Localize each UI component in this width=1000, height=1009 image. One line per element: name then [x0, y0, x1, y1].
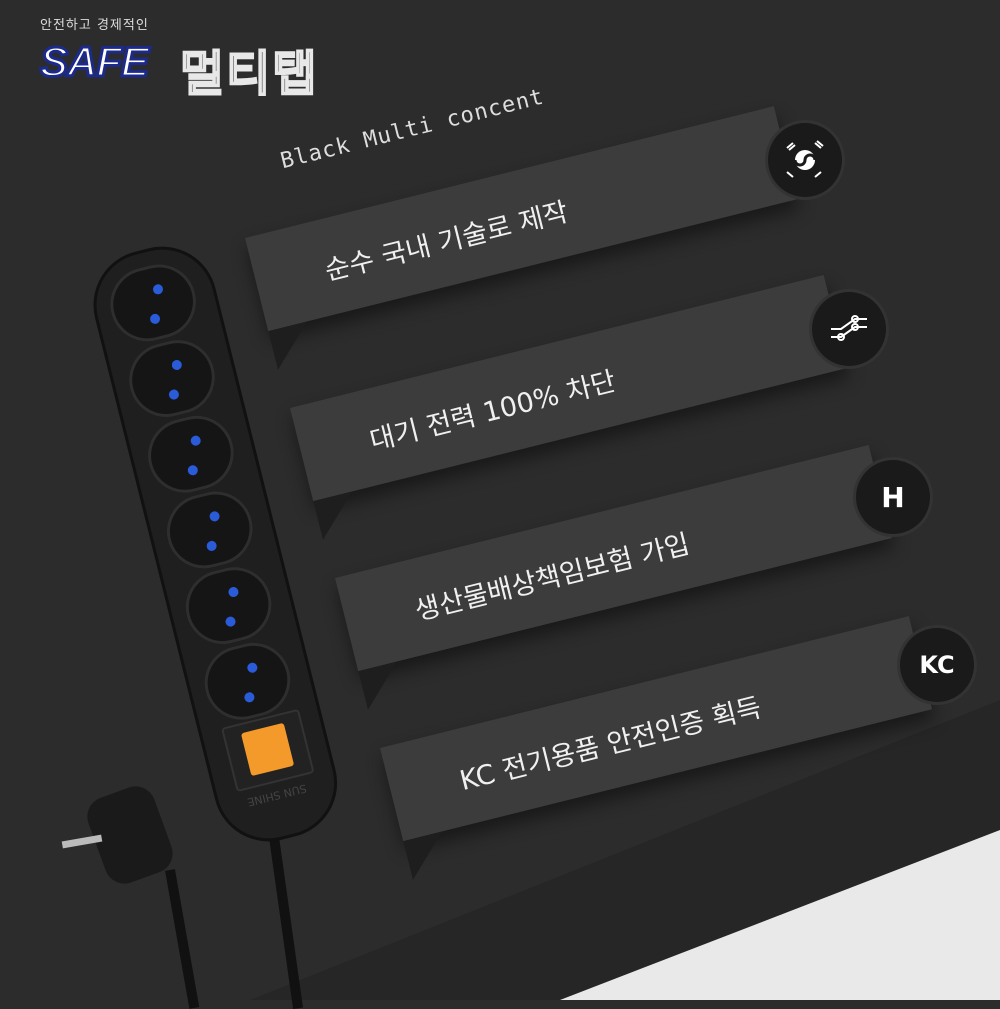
socket: [159, 483, 261, 577]
power-strip: SUN SHINE: [81, 235, 349, 853]
power-switch[interactable]: [221, 708, 315, 793]
socket: [140, 407, 242, 501]
feature-ribbon-3: 생산물배상책임보험 가입: [335, 444, 892, 671]
h-insurance-icon: H: [856, 460, 930, 534]
feature-ribbon-2: 대기 전력 100% 차단: [290, 274, 847, 501]
circuit-switch-icon: [812, 292, 886, 366]
logo-name: 멀티탭: [179, 45, 319, 103]
logo-brand: SAFE: [38, 37, 150, 87]
kc-mark-icon: KC: [900, 628, 974, 702]
logo-tagline: 안전하고 경제적인: [40, 18, 149, 33]
taegeuk-flag-icon: [768, 123, 842, 197]
socket: [177, 559, 280, 652]
socket: [121, 332, 223, 425]
feature-label: KC 전기용품 안전인증 획득: [456, 692, 765, 798]
feature-label: 생산물배상책임보험 가입: [411, 528, 693, 628]
feature-label: 대기 전력 100% 차단: [366, 366, 619, 458]
feature-label: 순수 국내 기술로 제작: [321, 196, 572, 288]
plug-cable: [165, 869, 200, 1009]
power-cable: [268, 829, 304, 1009]
socket: [102, 256, 204, 350]
